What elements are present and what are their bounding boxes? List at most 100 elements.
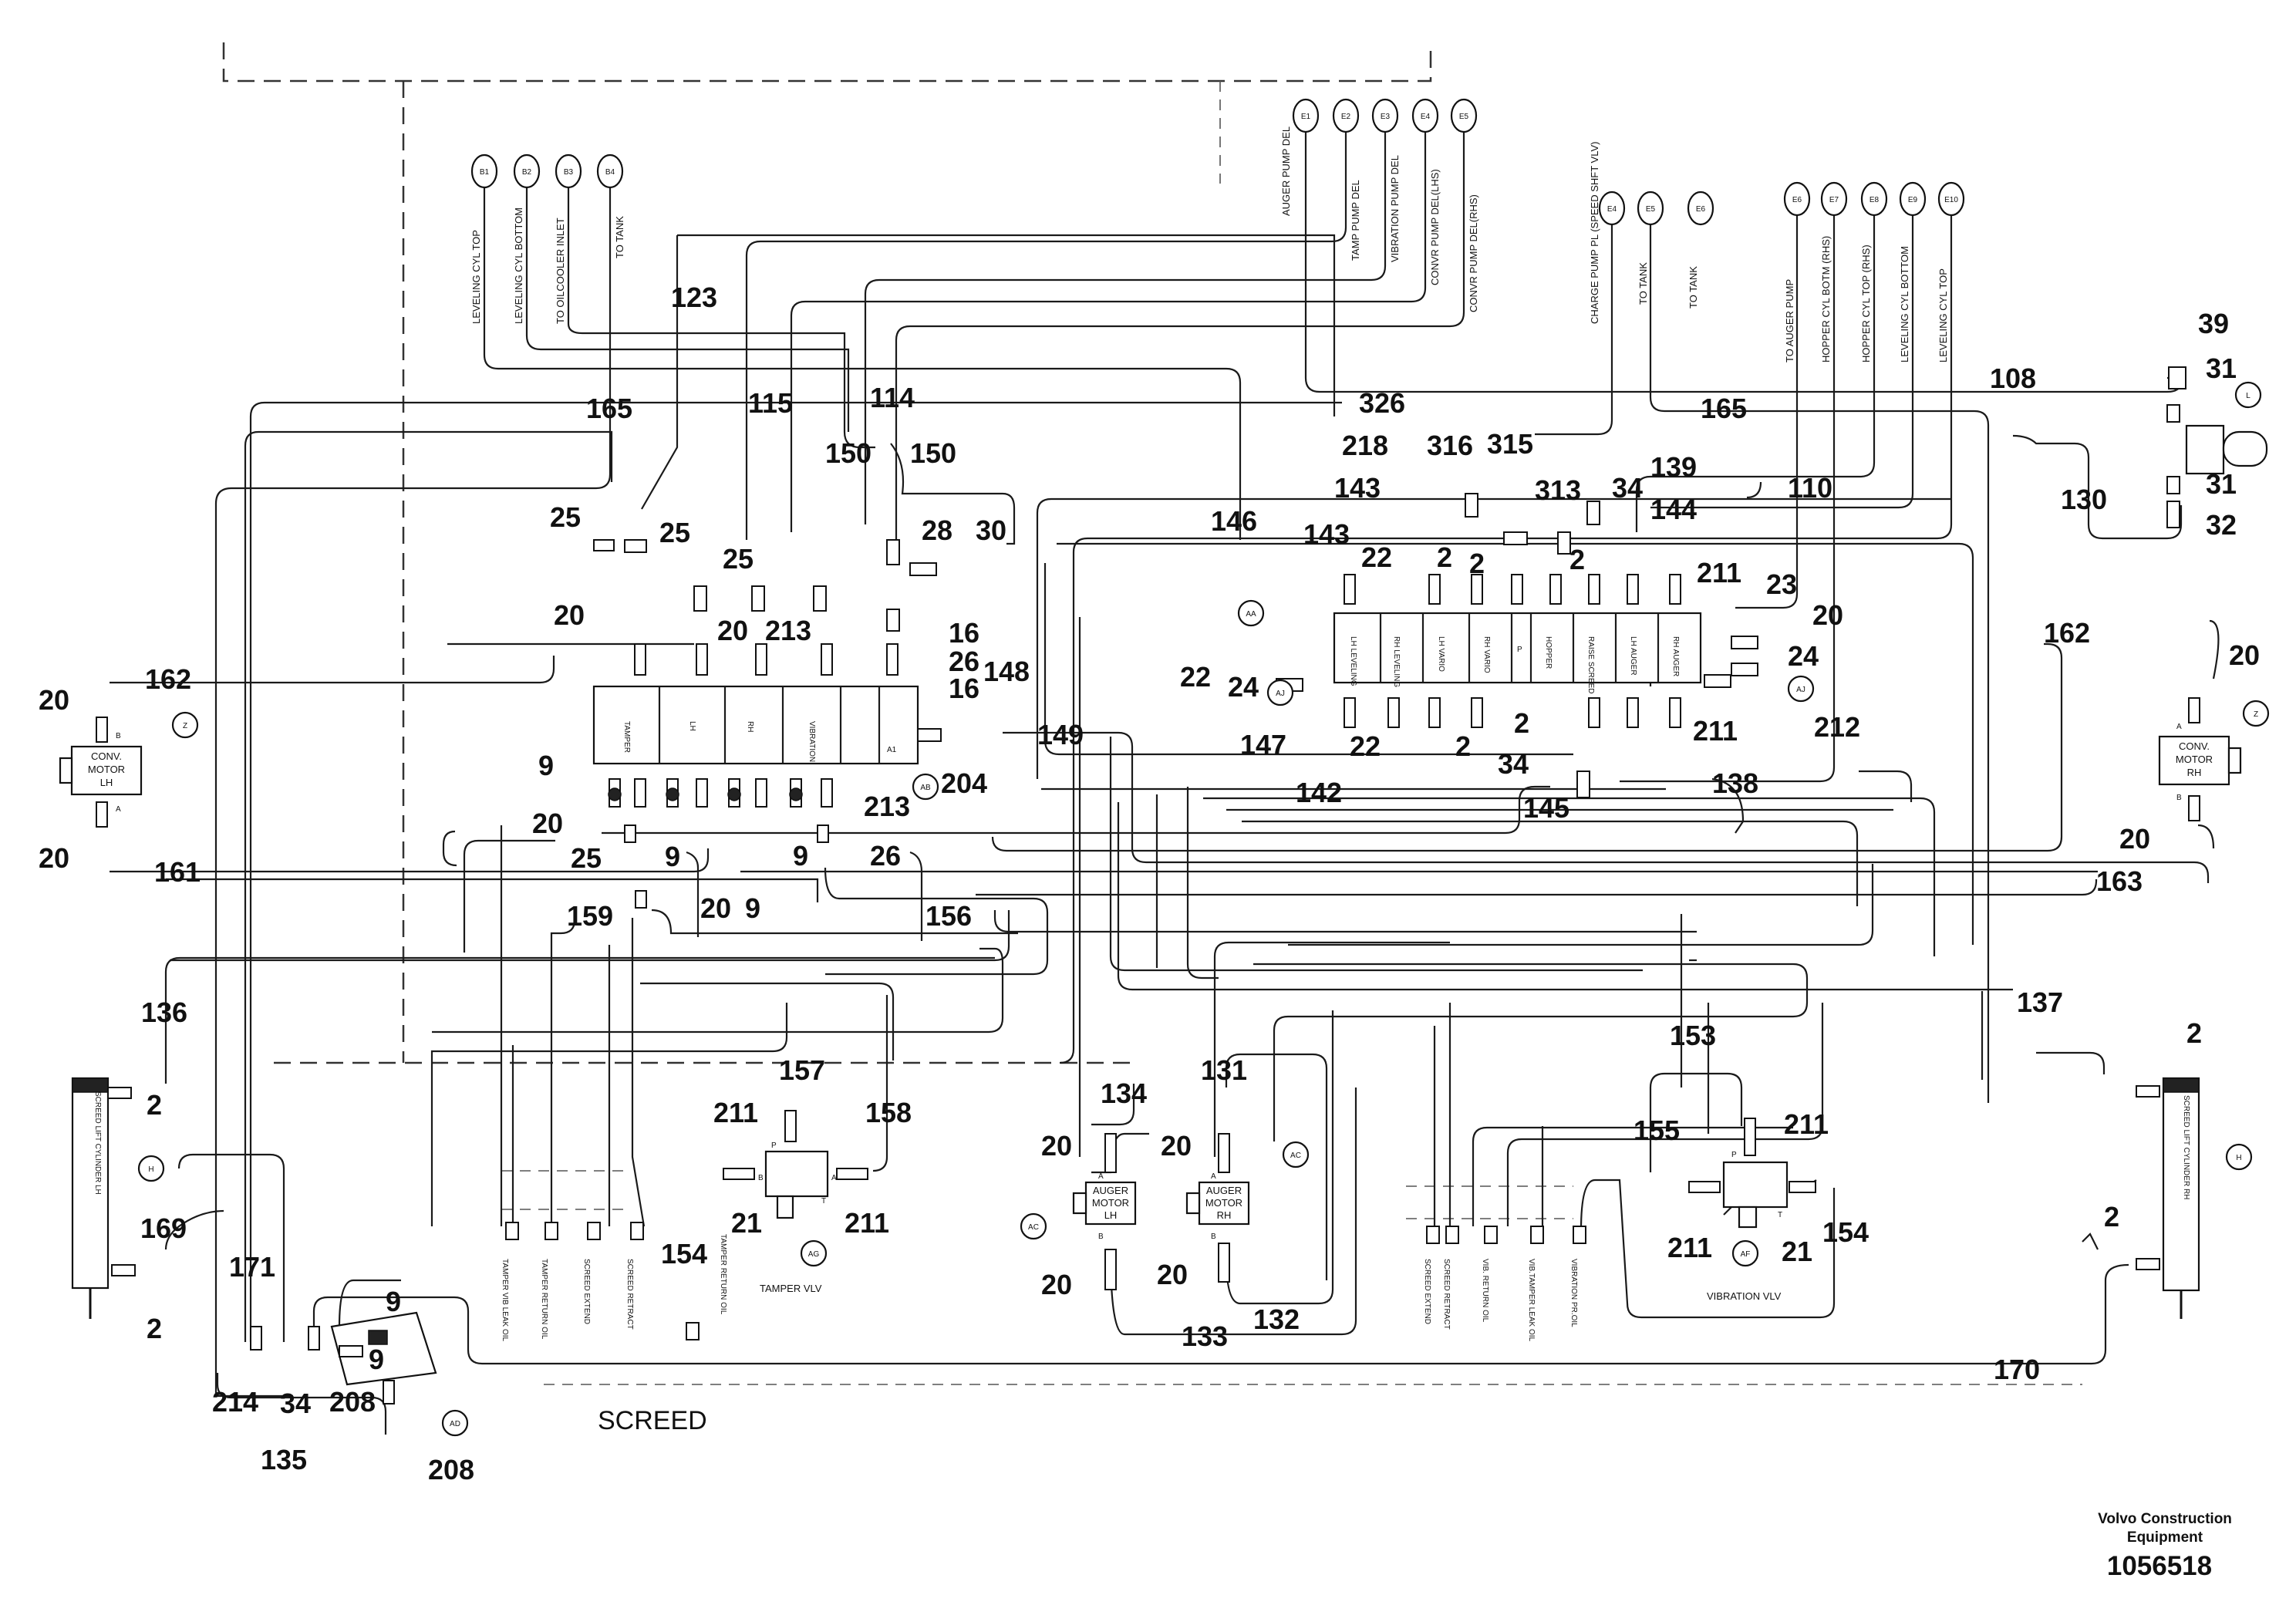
svg-text:24: 24 [1788, 640, 1819, 672]
port-tag: E6 [1696, 205, 1706, 214]
screed-lift-cylinder-lh: SCREED LIFT CYLINDER LH H [71, 1077, 165, 1319]
conv-motor-rh: CONV. MOTOR RH A B Z [2158, 697, 2270, 821]
svg-text:TAMPER RETURN OIL: TAMPER RETURN OIL [540, 1259, 548, 1340]
svg-text:208: 208 [329, 1386, 376, 1418]
svg-text:CONV.: CONV. [91, 750, 122, 762]
auger-motor-rh: AUGER MOTOR RH A B AC [1185, 1133, 1310, 1283]
port-tag: E10 [1944, 196, 1958, 204]
svg-text:208: 208 [428, 1454, 474, 1485]
svg-text:21: 21 [731, 1207, 762, 1239]
svg-text:16: 16 [949, 617, 979, 649]
svg-text:9: 9 [793, 840, 808, 872]
svg-text:132: 132 [1253, 1303, 1300, 1335]
svg-text:A: A [831, 1174, 837, 1182]
svg-text:P: P [1731, 1151, 1737, 1159]
hose-label: TAMP PUMP DEL [1350, 180, 1361, 261]
svg-text:MOTOR: MOTOR [2176, 754, 2213, 765]
svg-text:131: 131 [1201, 1054, 1247, 1086]
svg-text:149: 149 [1037, 719, 1084, 750]
svg-text:LH: LH [1104, 1209, 1118, 1221]
svg-text:115: 115 [748, 387, 793, 419]
svg-text:9: 9 [369, 1344, 384, 1375]
svg-text:326: 326 [1359, 387, 1405, 419]
svg-text:MOTOR: MOTOR [1205, 1197, 1242, 1209]
hose-label: LEVELING CYL TOP [470, 230, 482, 324]
svg-text:139: 139 [1650, 451, 1697, 483]
svg-text:9: 9 [386, 1286, 401, 1317]
svg-text:136: 136 [141, 996, 187, 1028]
hose-label: TO TANK [614, 216, 625, 258]
svg-text:165: 165 [586, 393, 632, 424]
svg-text:211: 211 [1784, 1108, 1829, 1140]
vibration-valve: P T B A VIBRATION VLV AF [1688, 1118, 1816, 1302]
svg-text:34: 34 [1612, 472, 1643, 504]
port-tag: E8 [1870, 196, 1880, 204]
svg-text:130: 130 [2061, 484, 2107, 515]
svg-text:VIB. RETURN OIL: VIB. RETURN OIL [1481, 1259, 1489, 1323]
svg-text:20: 20 [1041, 1130, 1072, 1162]
svg-text:23: 23 [1766, 568, 1797, 600]
svg-text:20: 20 [532, 808, 563, 839]
svg-text:LH: LH [100, 777, 113, 788]
svg-text:RH: RH [1217, 1209, 1232, 1221]
svg-text:30: 30 [976, 514, 1006, 546]
svg-text:28: 28 [922, 514, 952, 546]
svg-text:SCREED RETRACT: SCREED RETRACT [625, 1259, 634, 1330]
reference-numbers: 123 165 115 114 150 150 25 25 25 28 30 2… [39, 282, 2260, 1485]
hose-label: HOPPER CYL TOP (RHS) [1860, 244, 1872, 363]
svg-text:135: 135 [261, 1444, 307, 1475]
svg-text:138: 138 [1712, 767, 1758, 799]
svg-text:22: 22 [1361, 541, 1392, 573]
svg-text:9: 9 [745, 892, 760, 924]
svg-text:150: 150 [910, 437, 956, 469]
svg-text:25: 25 [550, 501, 581, 533]
svg-text:SCREED EXTEND: SCREED EXTEND [1423, 1259, 1431, 1324]
svg-text:110: 110 [1788, 472, 1832, 504]
section-label: SCREED [598, 1406, 707, 1435]
svg-text:211: 211 [1667, 1232, 1712, 1263]
hose-label: TO OILCOOLER INLET [555, 218, 566, 324]
svg-text:20: 20 [717, 615, 748, 646]
svg-text:133: 133 [1182, 1320, 1228, 1352]
svg-text:A: A [2176, 723, 2182, 731]
svg-text:MOTOR: MOTOR [88, 764, 125, 775]
svg-text:20: 20 [1041, 1269, 1072, 1300]
svg-text:211: 211 [1693, 715, 1738, 747]
svg-text:SCREED RETRACT: SCREED RETRACT [1442, 1259, 1451, 1330]
hose-label: AUGER PUMP DEL [1280, 126, 1292, 216]
manifold-section: RH LEVELING [1392, 636, 1401, 687]
svg-text:26: 26 [870, 840, 901, 872]
hose-labels: LEVELING CYL TOP LEVELING CYL BOTTOM TO … [470, 126, 1949, 363]
right-valve-manifold: LH LEVELING RH LEVELING LH VARIO RH VARI… [1237, 493, 1815, 798]
port-tag: B4 [605, 168, 615, 177]
connector-label: AA [1246, 610, 1256, 619]
port-tag: B1 [480, 168, 490, 177]
connector-label: AJ [1276, 690, 1285, 698]
manifold-section: LH LEVELING [1349, 636, 1357, 686]
svg-text:145: 145 [1523, 792, 1569, 824]
manifold-section: P [1517, 646, 1522, 654]
port-tag: E4 [1607, 205, 1617, 214]
svg-text:214: 214 [212, 1386, 258, 1418]
svg-text:2: 2 [147, 1089, 162, 1121]
svg-text:39: 39 [2198, 308, 2229, 339]
hose-label: TO TANK [1637, 262, 1649, 305]
svg-text:169: 169 [140, 1212, 187, 1244]
svg-text:2: 2 [1437, 541, 1452, 573]
svg-text:21: 21 [1782, 1236, 1812, 1267]
svg-text:9: 9 [538, 750, 554, 781]
svg-text:16: 16 [949, 673, 979, 704]
svg-text:20: 20 [39, 842, 69, 874]
svg-text:32: 32 [2206, 509, 2237, 541]
manifold-section: VIBRATION [807, 721, 816, 762]
svg-text:2: 2 [1455, 730, 1471, 762]
svg-text:134: 134 [1101, 1077, 1147, 1109]
svg-text:155: 155 [1633, 1114, 1680, 1146]
manifold-section: RH VARIO [1482, 636, 1491, 673]
svg-text:T: T [1778, 1211, 1782, 1219]
port-tag: E9 [1908, 196, 1918, 204]
svg-text:A: A [1098, 1172, 1104, 1181]
svg-text:20: 20 [2229, 639, 2260, 671]
manifold-section: LH [688, 721, 696, 731]
